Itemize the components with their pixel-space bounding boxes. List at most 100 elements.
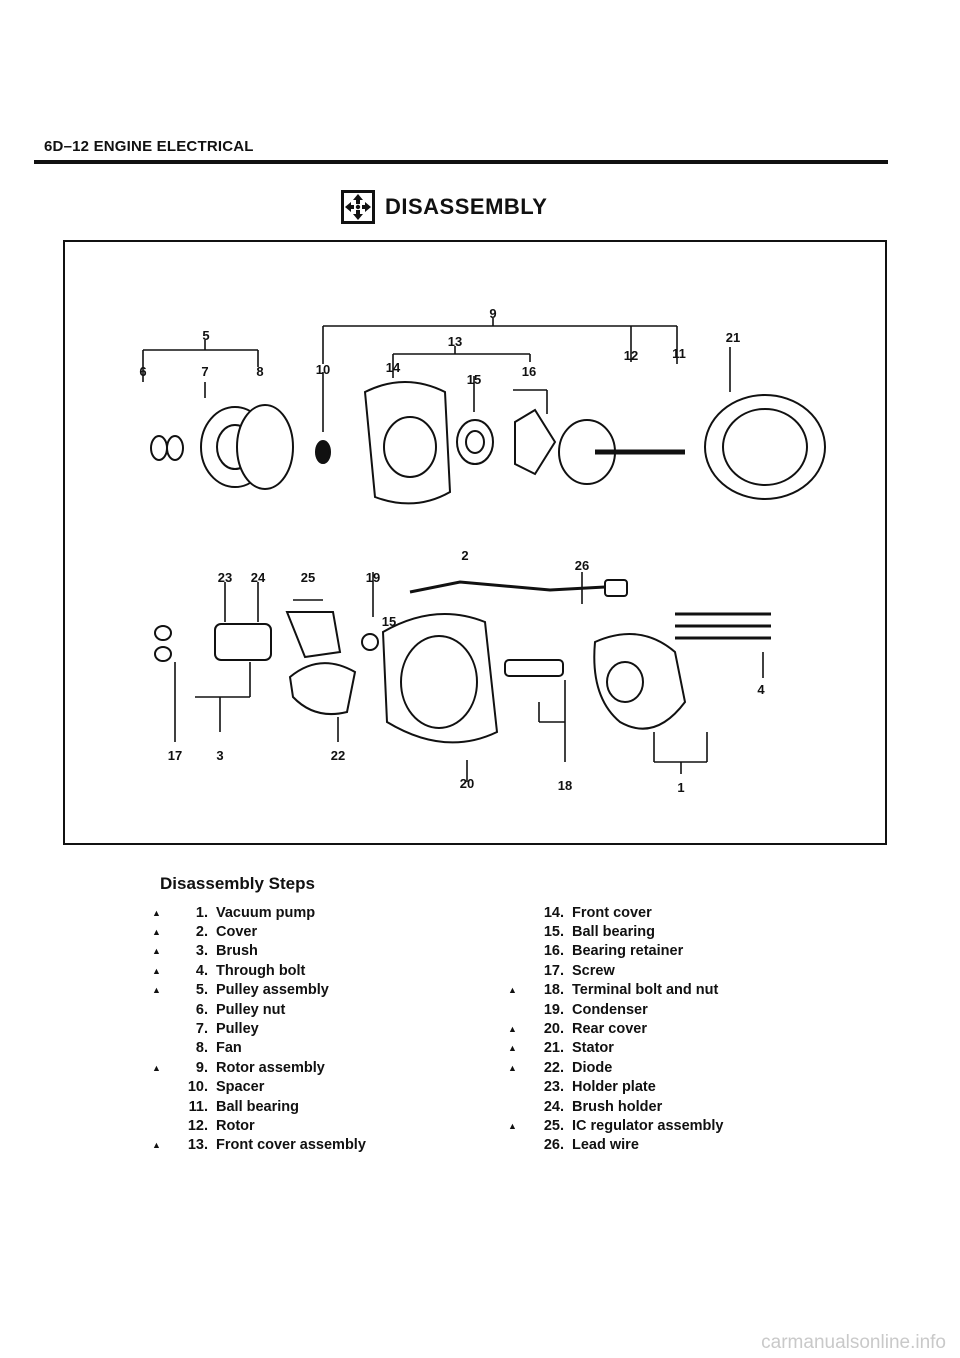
callout-7: 7 <box>201 364 208 379</box>
step-label: Fan <box>216 1040 242 1057</box>
important-marker: ▲ <box>508 985 517 996</box>
step-label: Lead wire <box>572 1137 639 1154</box>
step-label: Diode <box>572 1059 613 1076</box>
callout-1: 1 <box>677 780 684 795</box>
step-label: Brush holder <box>572 1098 663 1115</box>
callout-15-lower: 15 <box>382 614 396 629</box>
callout-15: 15 <box>467 372 481 387</box>
step-item: ▲ 9. Rotor assembly <box>152 1058 366 1077</box>
callout-22: 22 <box>331 748 345 763</box>
callout-19: 19 <box>366 570 380 585</box>
step-number: 23. <box>543 1079 564 1096</box>
step-item: 17. Screw <box>508 961 724 980</box>
step-item: ▲25.IC regulator assembly <box>508 1116 724 1135</box>
callout-24: 24 <box>251 570 266 585</box>
step-label: Front cover <box>572 904 652 921</box>
step-label: Bearing retainer <box>572 943 684 960</box>
step-number: 12. <box>187 1117 208 1134</box>
step-item: 12. Rotor <box>152 1116 366 1135</box>
callout-10: 10 <box>316 362 330 377</box>
page-header: 6D–12 ENGINE ELECTRICAL <box>44 138 254 155</box>
step-number: 6. <box>195 1001 208 1018</box>
disassembly-arrows-icon <box>341 190 375 224</box>
step-item: ▲ 5. Pulley assembly <box>152 981 366 1000</box>
step-label: Ball bearing <box>572 924 655 941</box>
step-label: Condenser <box>572 1001 648 1018</box>
step-label: Pulley nut <box>216 1001 286 1018</box>
step-item: 10.Spacer <box>152 1078 366 1097</box>
step-item: 26. Lead wire <box>508 1136 724 1155</box>
step-number: 20. <box>543 1021 564 1038</box>
step-number: 22. <box>543 1059 564 1076</box>
step-label: Vacuum pump <box>216 904 316 921</box>
step-item: ▲3.Brush <box>152 942 366 961</box>
step-label: Terminal bolt and nut <box>572 982 719 999</box>
important-marker: ▲ <box>152 907 161 918</box>
watermark-footer: carmanualsonline.info <box>761 1332 946 1353</box>
step-number: 13. <box>187 1137 208 1154</box>
step-number: 2. <box>195 924 208 941</box>
callout-6: 6 <box>139 364 146 379</box>
important-marker: ▲ <box>152 985 161 996</box>
step-label: Front cover assembly <box>216 1137 366 1154</box>
step-number: 5. <box>195 982 208 999</box>
step-number: 25. <box>543 1117 564 1134</box>
important-marker: ▲ <box>152 1062 161 1073</box>
section-title-group: DISASSEMBLY <box>341 189 547 225</box>
header-rule <box>34 160 888 164</box>
step-number: 9. <box>195 1059 208 1076</box>
callout-16: 16 <box>522 364 536 379</box>
step-number: 21. <box>543 1040 564 1057</box>
important-marker: ▲ <box>152 946 161 957</box>
callout-17: 17 <box>168 748 182 763</box>
step-number: 3. <box>195 943 208 960</box>
callout-26: 26 <box>575 558 589 573</box>
step-label: IC regulator assembly <box>572 1117 724 1134</box>
step-label: Rotor <box>216 1117 255 1134</box>
step-number: 26. <box>543 1137 564 1154</box>
step-item: 6. Pulley nut <box>152 1000 366 1019</box>
callout-25: 25 <box>301 570 315 585</box>
step-label: Through bolt <box>216 962 306 979</box>
step-item: ▲ 22. Diode <box>508 1058 724 1077</box>
step-label: Pulley <box>216 1021 259 1038</box>
step-item: 19. Condenser <box>508 1000 724 1019</box>
step-label: Rotor assembly <box>216 1059 325 1076</box>
callout-23: 23 <box>218 570 232 585</box>
callout-4: 4 <box>757 682 765 697</box>
exploded-view-figure: 5 6 7 8 9 10 11 12 13 14 15 16 17 18 19 … <box>63 240 887 845</box>
callout-14: 14 <box>386 360 401 375</box>
step-item: ▲4.Through bolt <box>152 961 366 980</box>
callout-5: 5 <box>202 328 209 343</box>
step-number: 7. <box>195 1021 208 1038</box>
important-marker: ▲ <box>508 1043 517 1054</box>
step-number: 17. <box>543 962 564 979</box>
step-item: 16. Bearing retainer <box>508 942 724 961</box>
step-item: ▲ 21. Stator <box>508 1039 724 1058</box>
step-label: Cover <box>216 924 258 941</box>
step-label: Stator <box>572 1040 614 1057</box>
section-title: DISASSEMBLY <box>385 194 548 219</box>
step-item: ▲20.Rear cover <box>508 1019 724 1038</box>
step-item: 14.Front cover <box>508 903 724 922</box>
step-item: ▲13.Front cover assembly <box>152 1136 366 1155</box>
step-number: 1. <box>195 904 208 921</box>
step-number: 8. <box>195 1040 208 1057</box>
steps-list-left: ▲1.Vacuum pump▲2.Cover▲3.Brush▲4.Through… <box>152 903 366 1155</box>
important-marker: ▲ <box>152 927 161 938</box>
step-number: 4. <box>195 962 208 979</box>
step-label: Screw <box>572 962 615 979</box>
step-number: 24. <box>543 1098 564 1115</box>
alternator-exploded-diagram: 5 6 7 8 9 10 11 12 13 14 15 16 17 18 19 … <box>139 306 826 795</box>
steps-title: Disassembly Steps <box>160 874 315 893</box>
step-label: Pulley assembly <box>216 982 329 999</box>
important-marker: ▲ <box>508 1024 517 1035</box>
step-number: 16. <box>543 943 564 960</box>
callout-3: 3 <box>216 748 223 763</box>
step-item: ▲ 2. Cover <box>152 922 366 941</box>
callout-9: 9 <box>489 306 496 321</box>
step-number: 19. <box>543 1001 564 1018</box>
step-item: 23.Holder plate <box>508 1078 724 1097</box>
important-marker: ▲ <box>508 1062 517 1073</box>
